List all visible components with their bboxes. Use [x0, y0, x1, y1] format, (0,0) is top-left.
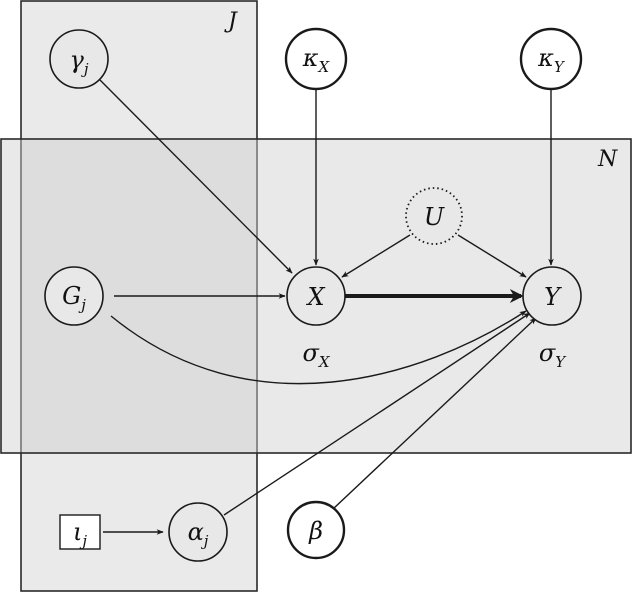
- edge-gamma-to-x: [99, 79, 293, 274]
- edge-g-to-y: [110, 310, 527, 385]
- sigma-y-label: σY: [539, 339, 567, 371]
- node-alpha-j: αj: [168, 502, 228, 562]
- sigma-x-label: σX: [302, 339, 330, 371]
- node-y: Y: [522, 266, 582, 326]
- svg-text:β: β: [308, 517, 323, 545]
- node-kappa-y: κY: [519, 27, 583, 91]
- svg-text:κY: κY: [537, 44, 566, 76]
- node-g-j: Gj: [44, 266, 104, 326]
- edge-u-to-y: [457, 234, 527, 278]
- svg-text:κX: κX: [302, 44, 331, 76]
- svg-text:U: U: [424, 203, 445, 231]
- svg-text:γj: γj: [70, 46, 89, 78]
- node-beta: β: [286, 500, 346, 560]
- svg-text:Y: Y: [544, 283, 562, 311]
- edge-alpha-to-y: [223, 312, 531, 516]
- node-kappa-x: κX: [284, 27, 348, 91]
- svg-text:αj: αj: [188, 518, 209, 550]
- node-gamma-j: γj: [49, 29, 109, 89]
- edge-u-to-x: [341, 234, 411, 278]
- edge-beta-to-y: [332, 317, 537, 510]
- svg-text:X: X: [305, 283, 325, 311]
- svg-text:Gj: Gj: [62, 282, 86, 314]
- plate-j-label: J: [224, 9, 238, 34]
- node-u-latent: U: [405, 187, 463, 245]
- node-x: X: [286, 266, 346, 326]
- node-iota-j: ιj: [59, 514, 101, 550]
- plate-n-label: N: [597, 147, 618, 172]
- svg-text:ιj: ιj: [73, 518, 87, 550]
